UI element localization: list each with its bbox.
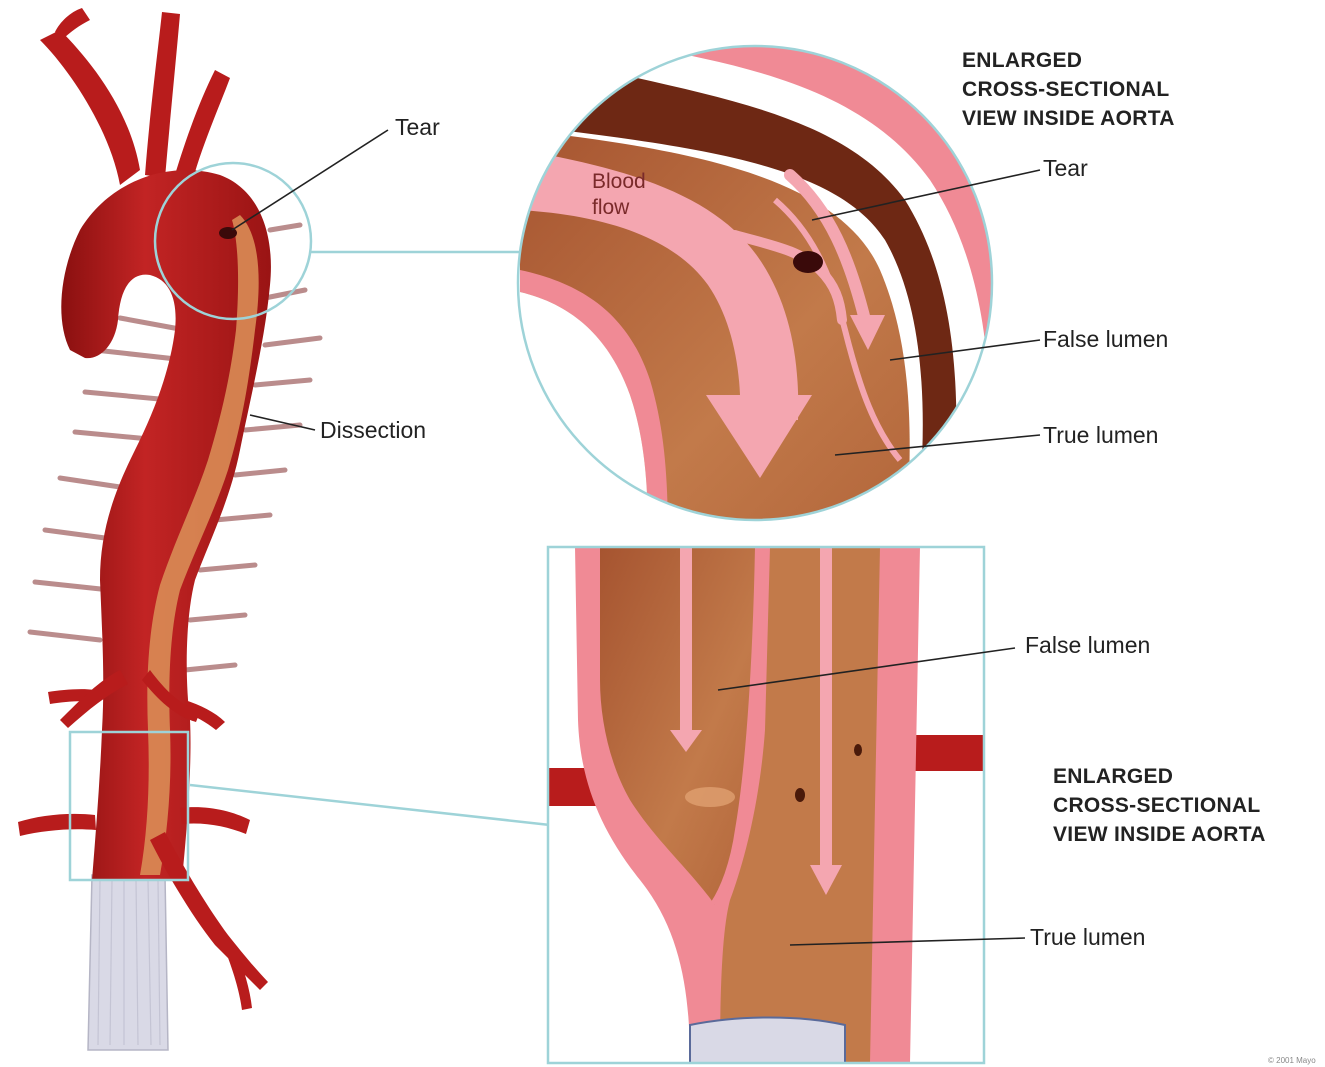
heading-lower-line3: VIEW INSIDE AORTA xyxy=(1053,823,1266,846)
label-true-lumen-lower: True lumen xyxy=(1030,924,1145,950)
heading-lower-line1: ENLARGED xyxy=(1053,765,1173,788)
arch-branches xyxy=(40,8,230,190)
copyright-notice: © 2001 Mayo xyxy=(1268,1056,1316,1065)
label-tear-overview: Tear xyxy=(395,114,440,140)
label-false-lumen-upper: False lumen xyxy=(1043,326,1168,352)
label-false-lumen-lower: False lumen xyxy=(1025,632,1150,658)
heading-lower-line2: CROSS-SECTIONAL xyxy=(1053,794,1261,817)
label-blood-flow-line1: Blood xyxy=(592,170,646,193)
heading-upper-line1: ENLARGED xyxy=(962,49,1082,72)
iliac-branch xyxy=(150,832,268,1010)
heading-upper-line3: VIEW INSIDE AORTA xyxy=(962,107,1175,130)
label-blood-flow-line2: flow xyxy=(592,196,630,219)
heading-upper-line2: CROSS-SECTIONAL xyxy=(962,78,1170,101)
detail-abdominal-cross-section xyxy=(548,547,985,1063)
label-dissection: Dissection xyxy=(320,417,426,443)
leader-tear-overview xyxy=(232,130,388,230)
detail-arch-cross-section xyxy=(518,20,1000,540)
aorta-overview xyxy=(18,8,550,1050)
label-tear-detail: Tear xyxy=(1043,155,1088,181)
label-true-lumen-upper: True lumen xyxy=(1043,422,1158,448)
